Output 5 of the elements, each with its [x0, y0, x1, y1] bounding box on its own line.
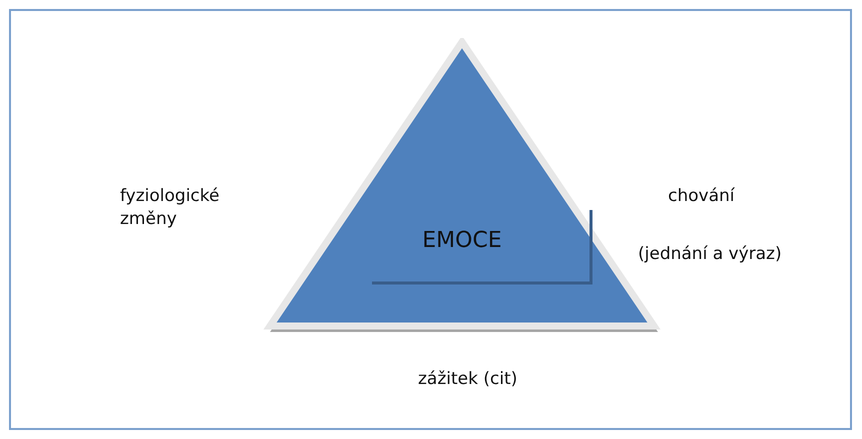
text-label: fyziologické změny — [120, 185, 220, 231]
text-label: zážitek (cit) — [418, 368, 518, 391]
node-label: EMOCE — [421, 228, 503, 253]
text-label: (jednání a výraz) — [638, 243, 782, 266]
text-label: chování — [668, 185, 734, 208]
